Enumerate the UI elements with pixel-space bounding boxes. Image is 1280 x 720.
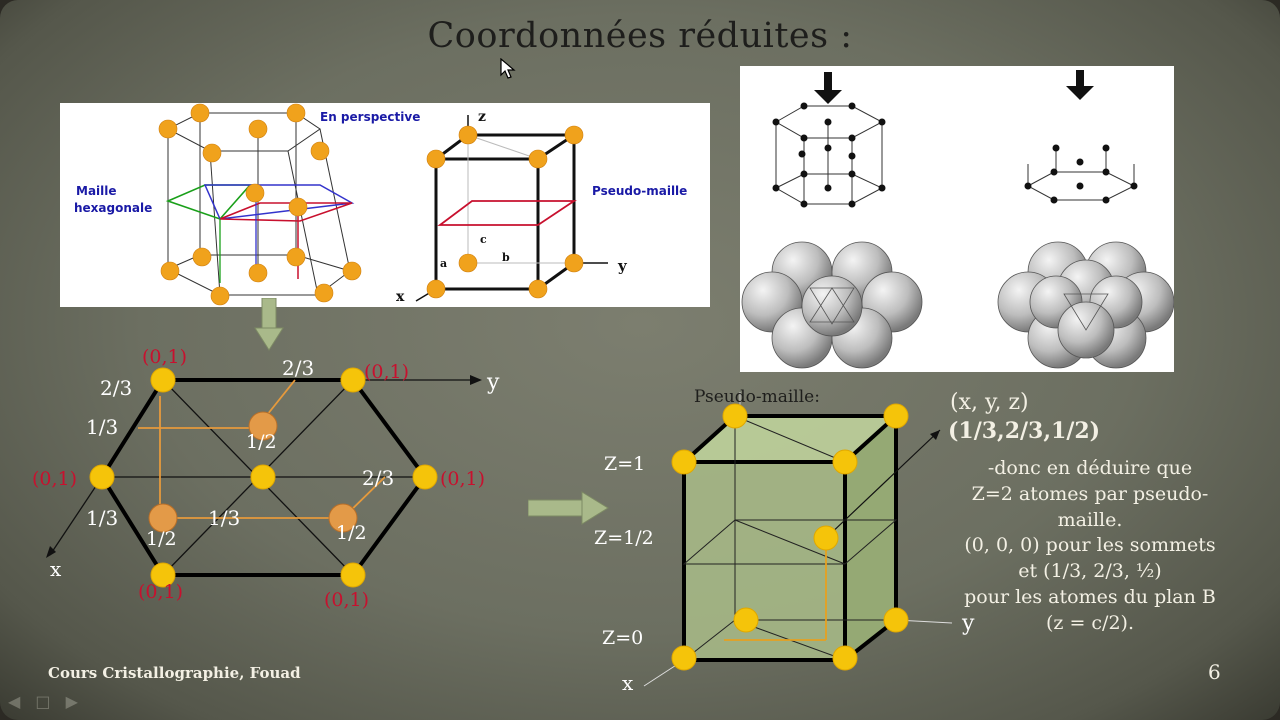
coord-right: (0,1): [440, 468, 485, 490]
pseudo-maille-title: Pseudo-maille:: [694, 387, 820, 407]
explanation-line: maille.: [920, 508, 1260, 534]
arrow-down-icon: [1066, 70, 1094, 100]
coord-top-right: (0,1): [364, 361, 409, 383]
coord-top-left: (0,1): [142, 346, 187, 368]
axis-y-label-top: y: [617, 257, 628, 275]
pseudo-axis-x: x: [622, 671, 634, 695]
coords-value: (1/3,2/3,1/2): [948, 418, 1100, 444]
label-hexagonale: hexagonale: [74, 201, 152, 215]
label-maille: Maille: [76, 184, 117, 198]
label-one-third-upper: 1/3: [86, 415, 118, 439]
page-number: 6: [1208, 660, 1221, 684]
label-one-third-lower: 1/3: [86, 506, 118, 530]
hcp-stacking-image: [740, 66, 1174, 372]
slide-menu-icon[interactable]: □: [35, 692, 50, 711]
hexagon-projection: y x (0,1) (0,1) (0,1) (0,1) (0,1) (0,1) …: [20, 340, 520, 620]
hexagonal-cell-image: En perspective Maille hexagonale Pseudo-…: [60, 103, 710, 307]
slide-title: Coordonnées réduites :: [0, 16, 1280, 56]
hexagon-axis-y: y: [486, 370, 500, 395]
label-one-third-middle: 1/3: [208, 506, 240, 530]
explanation-line: (0, 0, 0) pour les sommets: [920, 533, 1260, 559]
label-two-thirds-top: 2/3: [282, 356, 314, 380]
coords-label: (x, y, z): [950, 390, 1029, 415]
hexagonal-cell-drawing: En perspective Maille hexagonale Pseudo-…: [60, 103, 710, 307]
label-en-perspective: En perspective: [320, 110, 420, 124]
label-z1: Z=1: [604, 453, 645, 475]
label-two-thirds-top-left: 2/3: [100, 376, 132, 400]
label-half-upper: 1/2: [246, 431, 277, 453]
explanation-text: -donc en déduire que Z=2 atomes par pseu…: [920, 456, 1260, 637]
explanation-line: pour les atomes du plan B: [920, 585, 1260, 611]
arrow-down-icon: [814, 72, 842, 104]
axis-z-label: z: [478, 109, 486, 125]
label-half-lower-right: 1/2: [336, 522, 367, 544]
explanation-line: -donc en déduire que: [920, 456, 1260, 482]
slide-navigation[interactable]: ◀ □ ▶: [8, 692, 158, 714]
coord-bottom-left: (0,1): [138, 581, 183, 603]
explanation-line: et (1/3, 2/3, ½): [920, 559, 1260, 585]
label-pseudo-maille: Pseudo-maille: [592, 184, 687, 198]
next-slide-icon[interactable]: ▶: [66, 692, 78, 711]
label-z-half: Z=1/2: [594, 527, 654, 549]
explanation-line: Z=2 atomes par pseudo-: [920, 482, 1260, 508]
vector-c-label: c: [480, 233, 487, 246]
mouse-pointer-icon: [500, 58, 516, 80]
coord-left: (0,1): [32, 468, 77, 490]
hexagon-axis-x: x: [50, 557, 62, 581]
previous-slide-icon[interactable]: ◀: [8, 692, 20, 711]
axis-x-label-top: x: [396, 289, 405, 305]
label-half-lower-left: 1/2: [146, 528, 177, 550]
vector-b-label: b: [502, 251, 510, 264]
explanation-line: (z = c/2).: [920, 611, 1260, 637]
label-two-thirds-right: 2/3: [362, 466, 394, 490]
vector-a-label: a: [440, 257, 447, 270]
hcp-stacking-drawing: [740, 66, 1174, 372]
label-z0: Z=0: [602, 627, 643, 649]
footer-course-title: Cours Cristallographie, Fouad: [48, 664, 301, 682]
coord-bottom-right: (0,1): [324, 589, 369, 611]
